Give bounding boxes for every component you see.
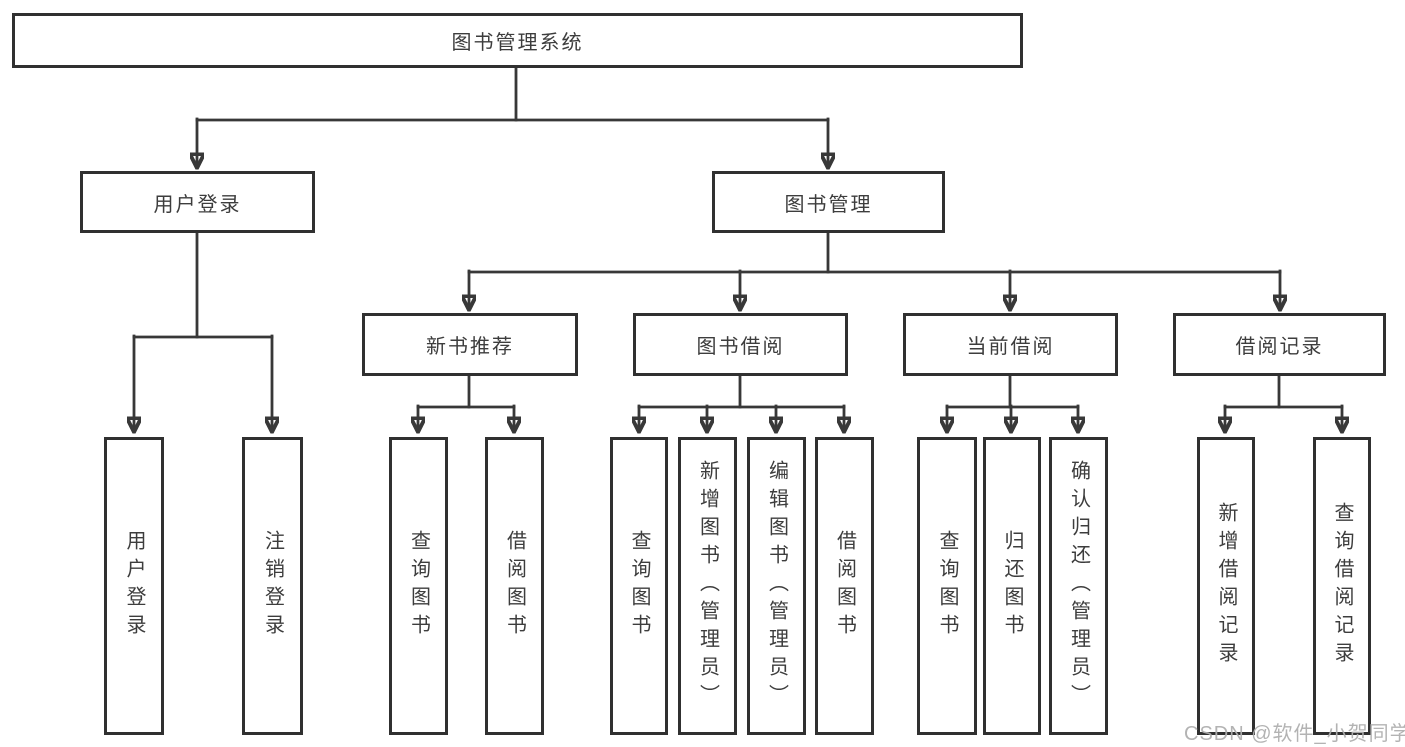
node-leaf-query-book-2-label: 查询图书: [628, 530, 650, 642]
node-leaf-add-record-label: 新增借阅记录: [1215, 502, 1237, 670]
node-leaf-user-login: 用户登录: [104, 437, 164, 735]
node-leaf-borrow-book-1: 借阅图书: [485, 437, 544, 735]
node-leaf-query-record: 查询借阅记录: [1313, 437, 1371, 735]
node-book-mgmt-label: 图书管理: [784, 193, 873, 216]
node-leaf-edit-book: 编辑图书（管理员）: [747, 437, 806, 735]
node-current-borrow-label: 当前借阅: [966, 336, 1055, 358]
node-leaf-borrow-book-2: 借阅图书: [815, 437, 874, 735]
node-leaf-query-book-2: 查询图书: [610, 437, 668, 735]
node-book-mgmt: 图书管理: [712, 171, 945, 233]
node-leaf-borrow-book-1-label: 借阅图书: [503, 530, 526, 642]
node-user-login: 用户登录: [80, 171, 315, 233]
node-current-borrow: 当前借阅: [903, 313, 1118, 376]
node-borrow-record: 借阅记录: [1173, 313, 1386, 376]
node-user-login-label: 用户登录: [153, 193, 242, 216]
node-borrow-record-label: 借阅记录: [1235, 336, 1324, 358]
node-leaf-query-record-label: 查询借阅记录: [1331, 502, 1353, 670]
node-leaf-add-book-label: 新增图书（管理员）: [696, 460, 719, 712]
node-root: 图书管理系统: [12, 13, 1023, 68]
node-leaf-confirm-return: 确认归还（管理员）: [1049, 437, 1108, 735]
node-leaf-return-book-label: 归还图书: [1001, 530, 1023, 642]
node-leaf-add-book: 新增图书（管理员）: [678, 437, 737, 735]
node-leaf-query-book-3-label: 查询图书: [936, 530, 958, 642]
node-leaf-borrow-book-2-label: 借阅图书: [833, 530, 856, 642]
node-new-book-rec-label: 新书推荐: [426, 336, 514, 358]
node-root-label: 图书管理系统: [451, 32, 584, 54]
node-leaf-user-login-label: 用户登录: [123, 530, 145, 642]
node-leaf-return-book: 归还图书: [983, 437, 1041, 735]
node-leaf-logout: 注销登录: [242, 437, 303, 735]
node-leaf-logout-label: 注销登录: [261, 530, 284, 642]
node-leaf-query-book-1-label: 查询图书: [407, 530, 430, 642]
node-new-book-rec: 新书推荐: [362, 313, 578, 376]
node-leaf-add-record: 新增借阅记录: [1197, 437, 1255, 735]
node-book-borrow-label: 图书借阅: [696, 336, 785, 358]
node-leaf-edit-book-label: 编辑图书（管理员）: [765, 460, 788, 712]
csdn-watermark: CSDN @软件_小贺同学: [1184, 723, 1405, 745]
node-leaf-confirm-return-label: 确认归还（管理员）: [1067, 460, 1090, 712]
node-leaf-query-book-3: 查询图书: [917, 437, 977, 735]
node-leaf-query-book-1: 查询图书: [389, 437, 448, 735]
node-book-borrow: 图书借阅: [633, 313, 848, 376]
